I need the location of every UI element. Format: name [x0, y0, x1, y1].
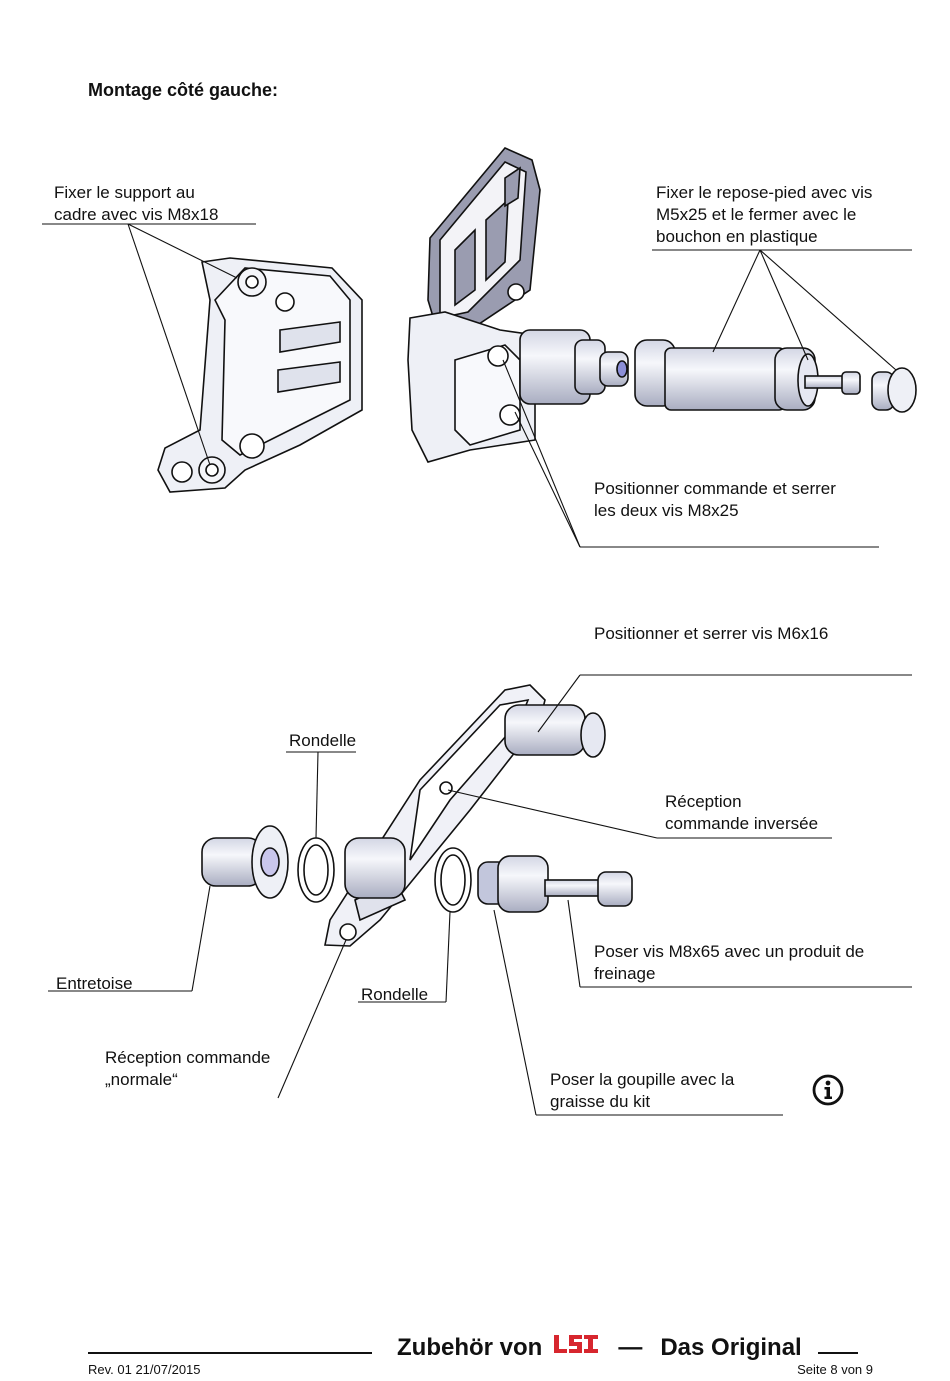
- label-entretoise: Entretoise: [56, 974, 133, 993]
- footer-dash: —: [618, 1333, 643, 1361]
- revision-text: Rev. 01 21/07/2015: [88, 1362, 201, 1377]
- sprocket-cover: [427, 147, 541, 342]
- label-rondelle-bottom: Rondelle: [361, 985, 429, 1004]
- lsl-logo-icon: [554, 1335, 599, 1353]
- label-m6: Positionner et serrer vis M6x16: [594, 624, 829, 643]
- label-reception-inversee: Réception commande inversée: [665, 792, 819, 833]
- leader-lines: [42, 223, 912, 1116]
- footer-brand-prefix: Zubehör von: [397, 1333, 543, 1361]
- washers: [297, 837, 472, 913]
- page-number: Seite 8 von 9: [797, 1362, 873, 1377]
- label-m8x65: Poser vis M8x65 avec un produit de frein…: [594, 942, 865, 983]
- bearing-bolt: [477, 855, 633, 913]
- footrest-parts: [634, 339, 917, 413]
- pivot-bushing: [344, 837, 406, 899]
- label-rondelle-top: Rondelle: [289, 731, 357, 750]
- footer-brand: Zubehör von — Das Original: [397, 1333, 802, 1362]
- page-title: Montage côté gauche:: [88, 80, 279, 100]
- label-support: Fixer le support au cadre avec vis M8x18: [54, 183, 219, 224]
- lsl-logo: [552, 1333, 600, 1362]
- footer-brand-suffix: Das Original: [660, 1333, 802, 1361]
- spacer: [201, 825, 289, 899]
- upper-bushing: [504, 704, 606, 758]
- control-block: [407, 311, 629, 463]
- label-goupille: Poser la goupille avec la graisse du kit: [550, 1070, 735, 1111]
- label-control-tighten: Positionner commande et serrer les deux …: [594, 479, 836, 520]
- frame-bracket: [157, 257, 363, 493]
- label-footrest: Fixer le repose-pied avec vis M5x25 et l…: [656, 183, 873, 246]
- info-icon: [812, 1074, 844, 1106]
- label-reception-normale: Réception commande „normale“: [105, 1048, 271, 1089]
